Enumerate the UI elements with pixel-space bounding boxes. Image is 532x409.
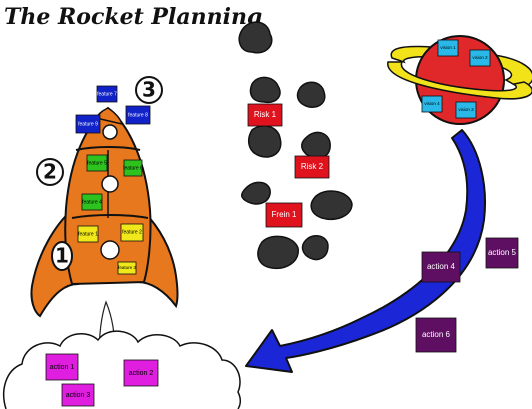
feature-note[interactable]: feature 8 (125, 105, 151, 125)
stage-number-circle (36, 158, 64, 186)
vision-note[interactable]: vision 3 (455, 101, 477, 119)
feature-note[interactable]: feature 2 (120, 223, 144, 242)
launch-cloud (2, 330, 242, 409)
svg-text:feature 6: feature 6 (123, 165, 143, 171)
svg-text:action 1: action 1 (50, 364, 75, 371)
action-note[interactable]: action 6 (415, 317, 457, 353)
stage-markers: 1 2 3 (36, 76, 163, 271)
stage-number: 3 (142, 78, 156, 102)
svg-text:vision 3: vision 3 (458, 107, 474, 112)
stage-number: 1 (55, 244, 69, 268)
svg-text:Frein 1: Frein 1 (272, 210, 297, 219)
action-note[interactable]: action 2 (123, 359, 159, 387)
brake-note[interactable]: Frein 1 (265, 202, 303, 228)
rocket-nose (94, 107, 124, 126)
asteroid-field (238, 21, 353, 270)
asteroid (296, 81, 326, 108)
action-note[interactable]: action 3 (61, 383, 95, 407)
stage-number-circle (51, 241, 73, 271)
trajectory-arrow (245, 129, 486, 373)
svg-text:feature 7: feature 7 (97, 91, 117, 97)
asteroid (238, 21, 273, 54)
svg-text:vision 2: vision 2 (472, 55, 488, 60)
rocket-porthole (101, 175, 119, 193)
rocket-stage-line (75, 146, 141, 151)
risk-note[interactable]: Risk 2 (294, 155, 330, 179)
feature-note[interactable]: feature 5 (86, 154, 108, 172)
feature-note[interactable]: feature 6 (123, 159, 143, 177)
vision-note[interactable]: vision 4 (421, 95, 443, 113)
svg-text:feature 5: feature 5 (87, 160, 107, 166)
asteroid (301, 235, 329, 261)
feature-note[interactable]: feature 3 (117, 261, 137, 275)
planet-ring-front (387, 61, 532, 100)
svg-text:action 4: action 4 (427, 262, 456, 271)
risk-note[interactable]: Risk 1 (247, 103, 283, 127)
asteroid (301, 131, 331, 159)
asteroid (247, 125, 282, 158)
svg-text:feature 8: feature 8 (128, 112, 148, 118)
svg-text:feature 2: feature 2 (122, 229, 142, 235)
svg-text:feature 9: feature 9 (78, 121, 98, 127)
vision-note[interactable]: vision 1 (437, 39, 459, 57)
feature-note[interactable]: feature 7 (96, 85, 118, 103)
action-note[interactable]: action 5 (485, 237, 519, 269)
board-title: The Rocket Planning (4, 4, 262, 30)
rocket-porthole (102, 124, 118, 140)
rocket (30, 106, 179, 359)
svg-text:action 2: action 2 (129, 370, 154, 377)
svg-text:Risk 2: Risk 2 (301, 162, 324, 171)
asteroid (257, 235, 299, 270)
stage-number-circle (135, 76, 163, 104)
feature-note[interactable]: feature 9 (75, 114, 101, 134)
svg-text:vision 1: vision 1 (440, 45, 456, 50)
feature-note[interactable]: feature 1 (77, 225, 99, 243)
svg-text:feature 3: feature 3 (118, 265, 136, 270)
vision-note[interactable]: vision 2 (469, 49, 491, 67)
svg-text:feature 1: feature 1 (78, 231, 98, 237)
asteroid (310, 190, 353, 220)
svg-text:feature 4: feature 4 (82, 199, 102, 205)
svg-text:Risk 1: Risk 1 (254, 110, 277, 119)
action-note[interactable]: action 1 (45, 353, 79, 381)
rocket-porthole (100, 240, 120, 260)
rocket-stage-line (71, 214, 149, 219)
asteroid (241, 181, 271, 205)
svg-text:action 6: action 6 (422, 330, 451, 339)
asteroid (249, 76, 281, 104)
svg-text:action 3: action 3 (66, 392, 91, 399)
svg-text:vision 4: vision 4 (424, 101, 440, 106)
action-note[interactable]: action 4 (421, 251, 461, 283)
feature-note[interactable]: feature 4 (81, 193, 103, 211)
stage-number: 2 (43, 160, 57, 184)
svg-text:action 5: action 5 (488, 248, 517, 257)
